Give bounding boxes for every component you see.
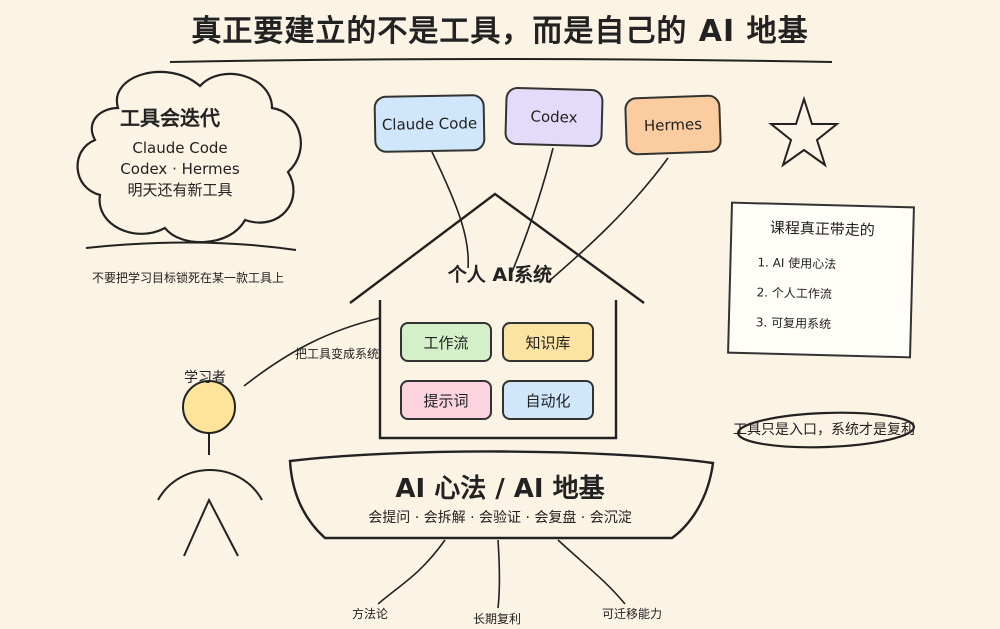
learner-arms	[157, 469, 263, 501]
tile-knowledge-base: 知识库	[502, 322, 594, 362]
card-item-1: 1. AI 使用心法	[757, 255, 837, 272]
tile-workflow: 工作流	[400, 322, 492, 362]
root-label-methodology: 方法论	[352, 607, 389, 621]
root-middle	[497, 539, 501, 609]
cloud-shape	[76, 70, 302, 244]
cloud-divider	[85, 241, 297, 251]
tool-codex: Codex	[504, 86, 604, 148]
base-subtitle: 会提问 · 会拆解 · 会验证 · 会复盘 · 会沉淀	[368, 510, 632, 526]
oval-note: 工具只是入口，系统才是复利	[733, 422, 915, 438]
tile-automation: 自动化	[502, 380, 594, 420]
learner-arrow-text: 把工具变成系统	[295, 347, 380, 361]
learner-legs	[183, 497, 239, 557]
tile-prompts: 提示词	[400, 380, 492, 420]
card-title: 课程真正带走的	[769, 218, 876, 240]
title-underline	[169, 58, 833, 63]
root-right	[557, 539, 626, 605]
root-label-transferable: 可迁移能力	[602, 607, 663, 621]
tool-claude-code: Claude Code	[373, 94, 486, 153]
cloud-line-2: Codex · Hermes	[120, 160, 240, 178]
learner-head	[182, 380, 236, 434]
card-item-2: 2. 个人工作流	[756, 285, 833, 302]
learner-label: 学习者	[184, 370, 226, 386]
cloud-line-1: Claude Code	[132, 139, 228, 157]
card-item-3: 3. 可复用系统	[755, 315, 832, 332]
house-title: 个人 AI系统	[447, 264, 553, 286]
cloud-heading: 工具会迭代	[120, 106, 220, 130]
cloud-note: 不要把学习目标锁死在某一款工具上	[92, 271, 285, 285]
page-title: 真正要建立的不是工具，而是自己的 AI 地基	[191, 14, 809, 49]
cloud-line-3: 明天还有新工具	[127, 181, 233, 199]
star-icon	[768, 95, 840, 168]
base-title: AI 心法 / AI 地基	[395, 474, 605, 504]
tool-hermes: Hermes	[624, 94, 722, 156]
root-left	[377, 539, 446, 605]
takeaway-card: 课程真正带走的 1. AI 使用心法 2. 个人工作流 3. 可复用系统	[727, 201, 915, 359]
connector-claude	[431, 151, 470, 269]
root-label-compounding: 长期复利	[473, 612, 522, 626]
connector-codex	[511, 147, 554, 273]
